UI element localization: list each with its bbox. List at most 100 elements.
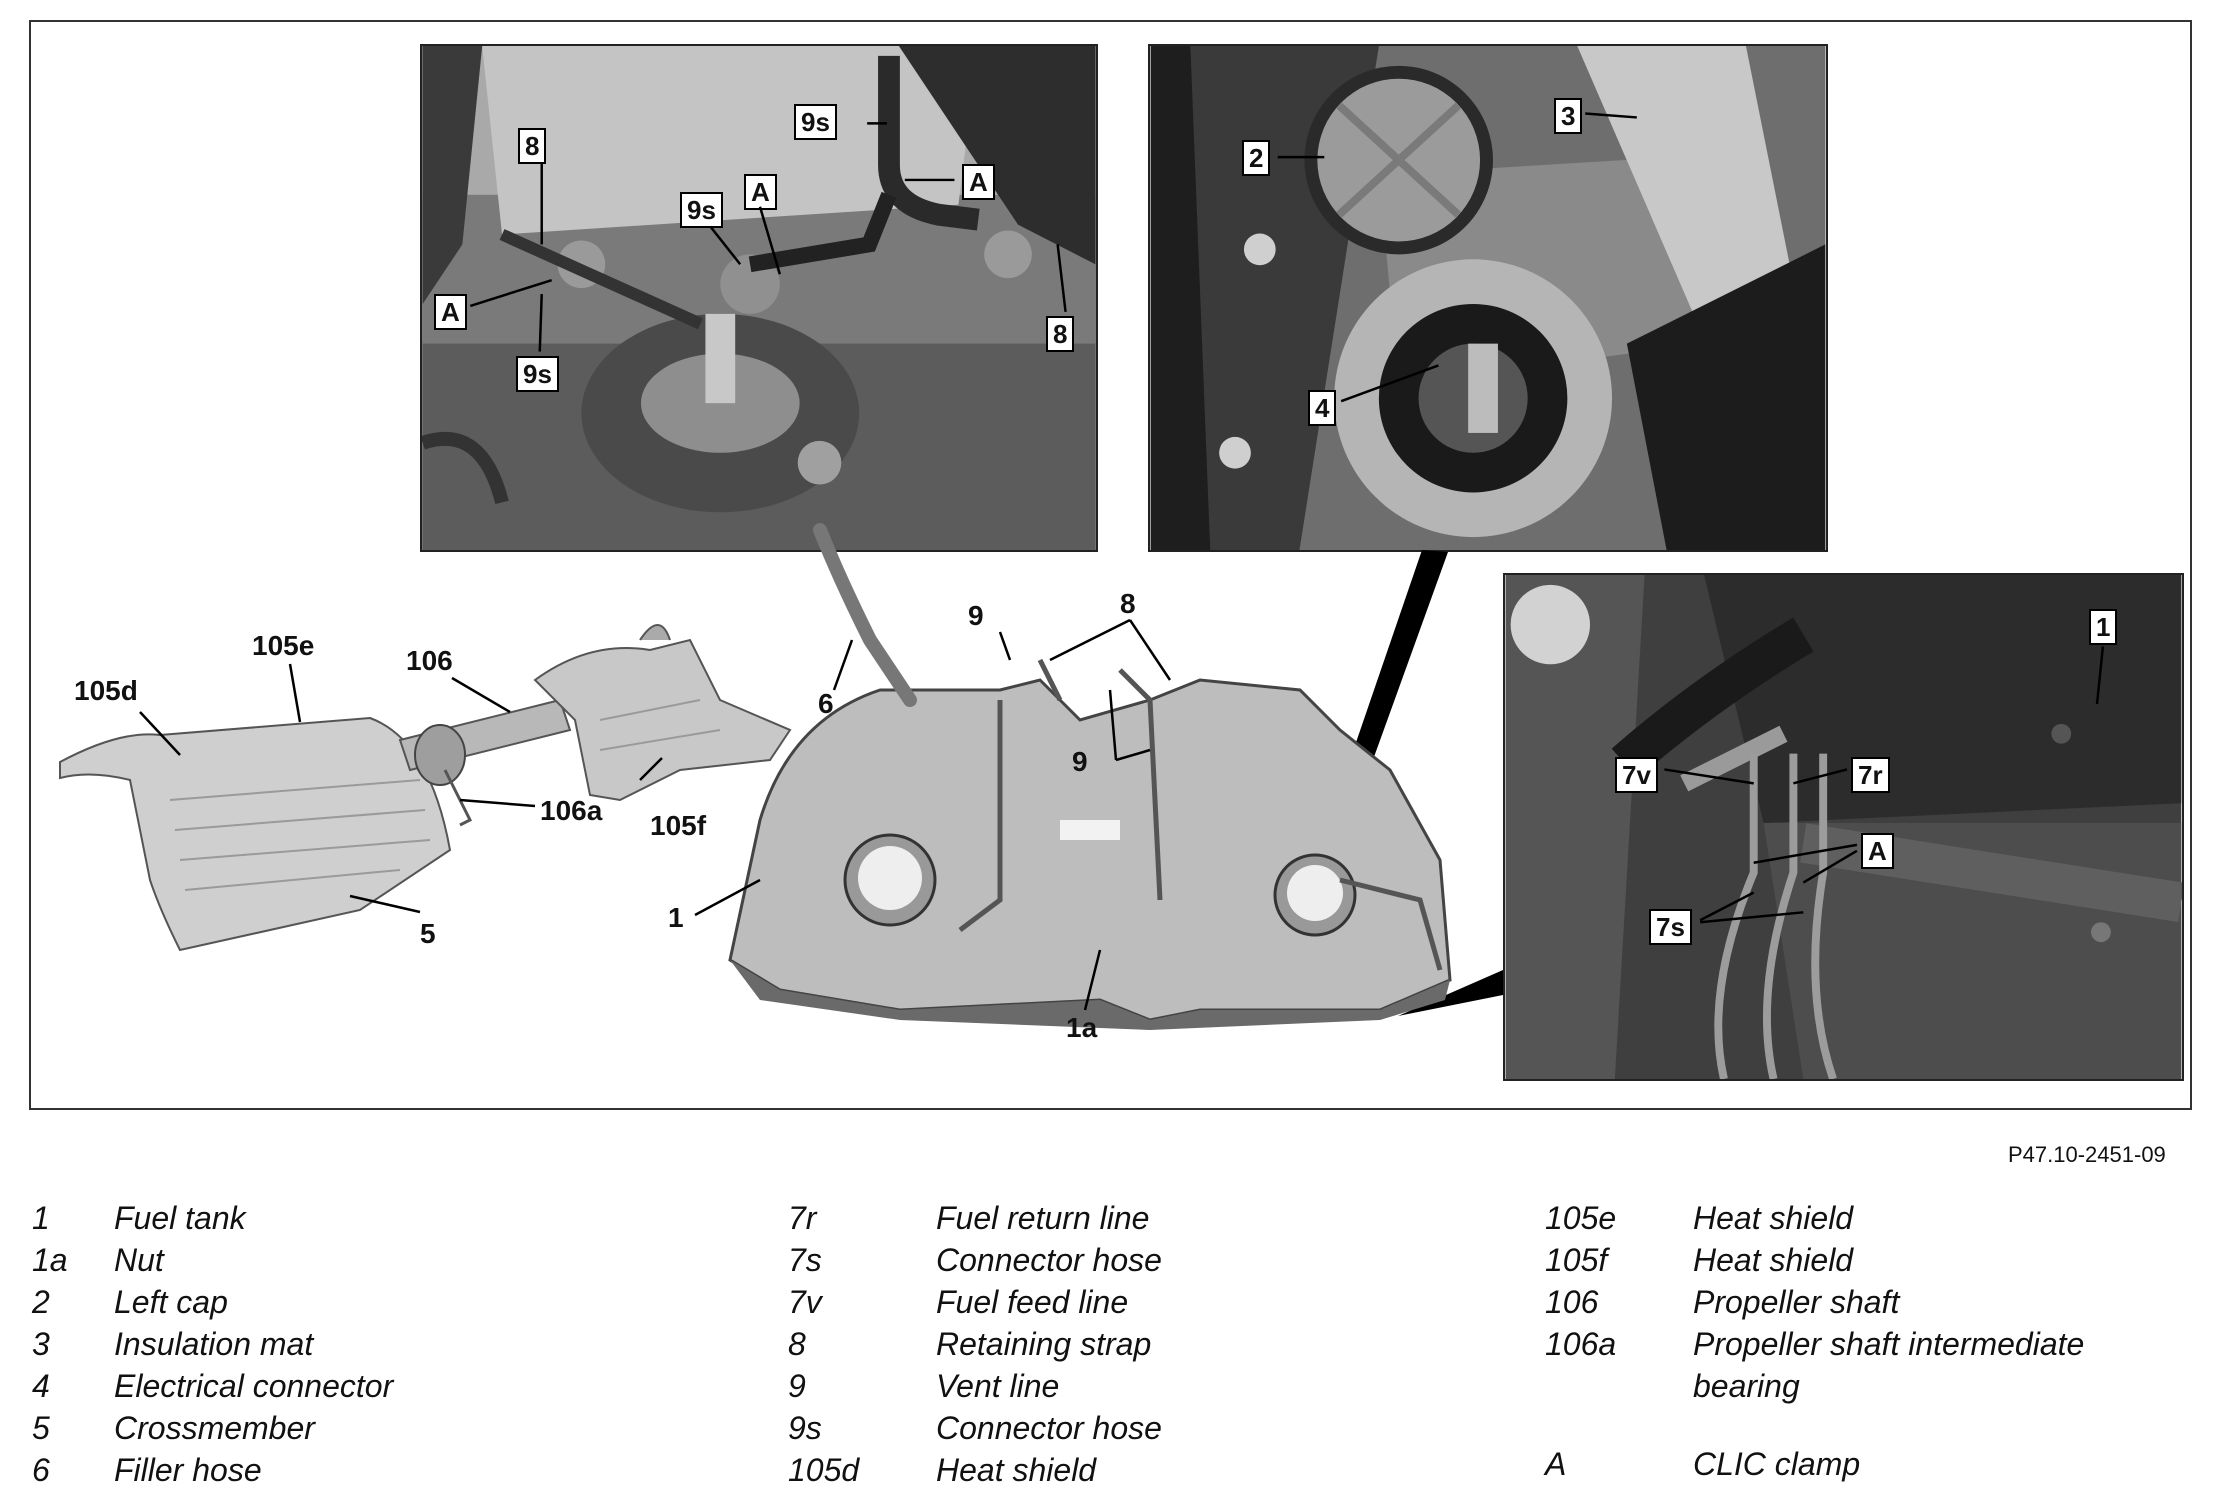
callout-a: A — [1861, 833, 1894, 869]
legend-row: bearing — [1545, 1368, 2205, 1406]
label-1a: 1a — [1066, 1012, 1098, 1043]
legend-row: 8 Retaining strap — [788, 1326, 1508, 1368]
legend-value: Heat shield — [936, 1452, 1097, 1488]
legend-row — [1545, 1406, 2205, 1446]
legend-value: Filler hose — [114, 1452, 262, 1488]
label-105e: 105e — [252, 630, 315, 661]
callout-8: 8 — [518, 128, 547, 164]
legend-value: Vent line — [936, 1368, 1060, 1404]
photo-fuel-lines-detail-image — [1505, 575, 2182, 1079]
callout-4: 4 — [1308, 390, 1337, 426]
photo-left-cap-leaders — [1277, 112, 1637, 403]
legend-column-1: 1 Fuel tank 1a Nut 2 Left cap 3 Insulation m… — [32, 1200, 752, 1494]
label-9: 9 — [1072, 746, 1088, 777]
photo-fuel-lines-detail: 1 7v 7r A 7s — [1503, 573, 2184, 1081]
legend-value: Heat shield — [1693, 1200, 1854, 1236]
legend-value: Fuel return line — [936, 1200, 1150, 1236]
figure-reference: P47.10-2451-09 — [2008, 1142, 2166, 1167]
main-leader-lines — [139, 618, 1172, 1011]
callout-8: 8 — [1046, 316, 1075, 352]
legend-value: Propeller shaft — [1693, 1284, 1900, 1320]
legend-key: 105d — [788, 1452, 860, 1488]
legend-key: A — [1545, 1446, 1567, 1482]
photo-left-cap: 2 3 4 — [1148, 44, 1828, 552]
callout-1: 1 — [2089, 609, 2118, 645]
legend-row: 1a Nut — [32, 1242, 752, 1284]
legend-key: 7v — [788, 1284, 822, 1320]
legend-key: 1a — [32, 1242, 68, 1278]
photo-fuel-lines-detail-leaders — [1664, 646, 2105, 924]
legend-row: 3 Insulation mat — [32, 1326, 752, 1368]
legend-value: Left cap — [114, 1284, 228, 1320]
callout-9s: 9s — [680, 192, 723, 228]
legend-value: Nut — [114, 1242, 164, 1278]
photo-tank-top-straps: 9s 8 A 9s A A 9s 8 — [420, 44, 1098, 552]
legend-row: 105f Heat shield — [1545, 1242, 2205, 1284]
callout-2: 2 — [1242, 140, 1271, 176]
propeller-shaft-106 — [398, 698, 572, 827]
callout-a: A — [962, 164, 995, 200]
photo-tank-top-straps-leaders — [469, 122, 1067, 352]
legend-value: Insulation mat — [114, 1326, 314, 1362]
legend-key: 7s — [788, 1242, 822, 1278]
legend-value: Crossmember — [114, 1410, 315, 1446]
legend-key: 3 — [32, 1326, 50, 1362]
label-1: 1 — [668, 902, 684, 933]
legend-value: Fuel tank — [114, 1200, 246, 1236]
legend-key: 6 — [32, 1452, 50, 1488]
legend-row: 7r Fuel return line — [788, 1200, 1508, 1242]
legend-key: 105f — [1545, 1242, 1608, 1278]
label-105f: 105f — [650, 810, 707, 841]
callout-3: 3 — [1554, 98, 1583, 134]
legend-value: bearing — [1693, 1368, 1800, 1404]
label-106a: 106a — [540, 795, 603, 826]
label-5: 5 — [420, 918, 436, 949]
legend-row: 9s Connector hose — [788, 1410, 1508, 1452]
legend-key: 2 — [32, 1284, 50, 1320]
heat-shield-105d — [59, 716, 452, 952]
legend-value: Retaining strap — [936, 1326, 1152, 1362]
legend-key: 9s — [788, 1410, 822, 1446]
callout-9s: 9s — [794, 104, 837, 140]
legend-key: 106 — [1545, 1284, 1599, 1320]
legend-row: 4 Electrical connector — [32, 1368, 752, 1410]
legend-value: Heat shield — [1693, 1242, 1854, 1278]
label-106: 106 — [406, 645, 453, 676]
legend-value: Connector hose — [936, 1242, 1162, 1278]
photo-left-cap-image — [1150, 46, 1826, 550]
legend-key: 106a — [1545, 1326, 1617, 1362]
label-105d: 105d — [74, 675, 138, 706]
callout-7r: 7r — [1851, 757, 1890, 793]
label-6: 6 — [818, 688, 834, 719]
callout-7s: 7s — [1649, 909, 1692, 945]
legend-row: 7v Fuel feed line — [788, 1284, 1508, 1326]
legend-value: Electrical connector — [114, 1368, 394, 1404]
legend-value: Fuel feed line — [936, 1284, 1129, 1320]
legend-row: 9 Vent line — [788, 1368, 1508, 1410]
fuel-tank-1 — [728, 523, 1452, 1030]
legend-key: 105e — [1545, 1200, 1617, 1236]
callout-a: A — [434, 294, 467, 330]
photo-tank-top-straps-image — [422, 46, 1096, 550]
callout-9s: 9s — [516, 356, 559, 392]
legend-key: 8 — [788, 1326, 806, 1362]
legend-key: 7r — [788, 1200, 817, 1236]
legend-value: Connector hose — [936, 1410, 1162, 1446]
legend-row: 7s Connector hose — [788, 1242, 1508, 1284]
legend-row: 5 Crossmember — [32, 1410, 752, 1452]
legend-row: 6 Filler hose — [32, 1452, 752, 1494]
legend-row: 106a Propeller shaft intermediate — [1545, 1326, 2205, 1368]
heat-shield-105f — [533, 624, 792, 802]
legend-key: 5 — [32, 1410, 50, 1446]
label-8: 8 — [1120, 588, 1136, 619]
legend-key: 9 — [788, 1368, 806, 1404]
legend-key: 1 — [32, 1200, 50, 1236]
legend-row: 106 Propeller shaft — [1545, 1284, 2205, 1326]
legend-key: 4 — [32, 1368, 50, 1404]
label-9: 9 — [968, 600, 984, 631]
legend-row: 2 Left cap — [32, 1284, 752, 1326]
legend-value: Propeller shaft intermediate — [1693, 1326, 2085, 1362]
